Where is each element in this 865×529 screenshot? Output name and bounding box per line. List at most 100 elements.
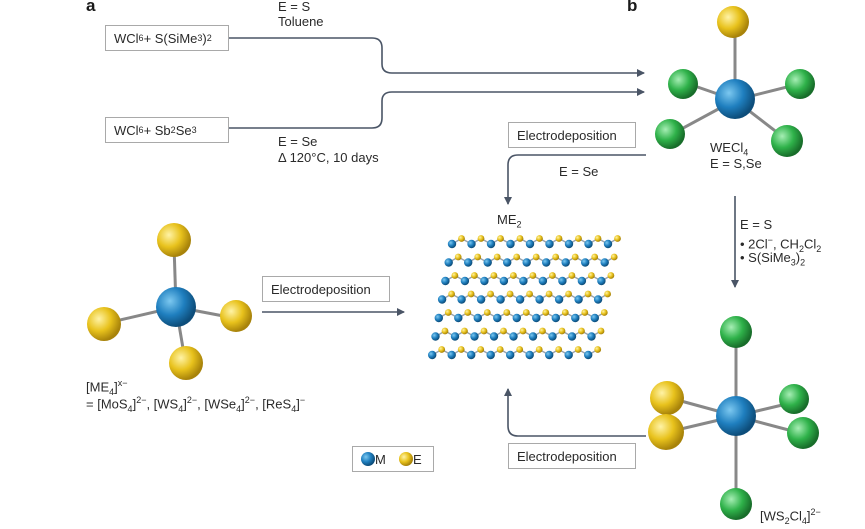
reaction-1-reactant-2: + S(SiMe bbox=[143, 30, 198, 46]
lattice-chalcogen-atom bbox=[607, 272, 615, 279]
reaction-1-reactant-1: WCl bbox=[114, 30, 139, 46]
reaction-2-reactant-3: Se bbox=[175, 122, 192, 138]
sup: − bbox=[299, 395, 306, 405]
weclu-e-values: E = S,Se bbox=[710, 156, 762, 171]
text: = [MoS bbox=[86, 396, 128, 412]
reaction-2-condition-2: Δ 120°C, 10 days bbox=[278, 150, 379, 165]
paren: ) bbox=[202, 30, 207, 46]
lattice-chalcogen-atom bbox=[519, 327, 527, 335]
lattice-metal-atom bbox=[551, 313, 560, 323]
text: , [ReS bbox=[255, 396, 292, 412]
text: ME bbox=[497, 212, 517, 227]
lattice-metal-atom bbox=[503, 258, 512, 267]
sub: 2 bbox=[170, 125, 176, 135]
sub: 4 bbox=[291, 403, 297, 414]
me4-label-line-1: [ME4]x− bbox=[86, 376, 128, 400]
text: Cl bbox=[803, 236, 817, 252]
lattice-chalcogen-atom bbox=[444, 309, 452, 316]
sub: 2 bbox=[784, 515, 790, 526]
lattice-chalcogen-atom bbox=[471, 272, 478, 279]
sub: 2 bbox=[516, 219, 522, 230]
lattice-metal-atom bbox=[476, 295, 486, 304]
sub: 3 bbox=[191, 125, 197, 135]
lattice-metal-atom bbox=[593, 295, 603, 304]
lattice-chalcogen-atom bbox=[535, 346, 543, 353]
sup: 2− bbox=[186, 395, 198, 405]
lattice-metal-atom bbox=[597, 276, 606, 286]
lattice-metal-atom bbox=[454, 313, 463, 323]
lattice-metal-atom bbox=[584, 239, 593, 249]
lattice-chalcogen-atom bbox=[506, 290, 514, 298]
lattice-metal-atom bbox=[489, 332, 499, 341]
arrow-reaction-2 bbox=[229, 88, 645, 129]
text: [ME bbox=[86, 379, 110, 395]
reaction-1-condition-2: Toluene bbox=[278, 14, 324, 29]
lattice-metal-atom bbox=[493, 313, 502, 323]
lattice-chalcogen-atom bbox=[516, 346, 524, 353]
sub: 4 bbox=[801, 515, 807, 526]
lattice-chalcogen-atom bbox=[441, 327, 449, 335]
arrow-electrodeposition-top bbox=[504, 154, 646, 205]
lattice-metal-atom bbox=[525, 239, 535, 249]
text: • S(SiMe bbox=[740, 250, 791, 265]
lattice-chalcogen-atom bbox=[467, 290, 475, 298]
lattice-chalcogen-atom bbox=[483, 309, 491, 316]
lattice-metal-atom bbox=[545, 239, 554, 249]
sub: 6 bbox=[138, 33, 144, 43]
lattice-metal-atom bbox=[603, 239, 613, 249]
lattice-chalcogen-atom bbox=[448, 290, 455, 298]
lattice-metal-atom bbox=[434, 313, 443, 323]
reaction-2-reactant-1: WCl bbox=[114, 122, 139, 138]
lattice-chalcogen-atom bbox=[571, 253, 579, 261]
legend-metal-dot bbox=[361, 452, 375, 466]
lattice-chalcogen-atom bbox=[490, 272, 498, 279]
lattice-chalcogen-atom bbox=[584, 290, 592, 298]
lattice-metal-atom bbox=[499, 276, 509, 286]
lattice-metal-atom bbox=[473, 313, 482, 323]
lattice-metal-atom bbox=[584, 350, 593, 360]
lattice-chalcogen-atom bbox=[513, 253, 521, 261]
text: , [WSe bbox=[197, 396, 237, 412]
lattice-metal-atom bbox=[467, 350, 476, 360]
arrow-reaction-1 bbox=[229, 37, 645, 77]
lattice-metal-atom bbox=[535, 295, 544, 304]
lattice-chalcogen-atom bbox=[529, 272, 537, 279]
sub: 2 bbox=[800, 257, 806, 268]
lattice-chalcogen-atom bbox=[545, 290, 553, 298]
legend-chalcogen-dot bbox=[399, 452, 413, 466]
ws2cl4-molecule bbox=[648, 316, 819, 520]
text: ) bbox=[795, 250, 801, 265]
lattice-metal-atom bbox=[486, 350, 495, 360]
legend-metal-label: M bbox=[375, 452, 386, 467]
lattice-chalcogen-atom bbox=[477, 346, 485, 353]
lattice-chalcogen-atom bbox=[451, 272, 459, 279]
lattice-chalcogen-atom bbox=[464, 309, 472, 316]
step-down-bullet-1: • 2Cl−, CH2Cl2 bbox=[740, 233, 821, 257]
lattice-metal-atom bbox=[509, 332, 518, 341]
lattice-chalcogen-atom bbox=[561, 309, 569, 316]
sup: 2− bbox=[810, 507, 821, 517]
step-down-line-1: E = S bbox=[740, 217, 773, 232]
lattice-metal-atom bbox=[457, 295, 466, 304]
sub: 2 bbox=[816, 243, 822, 254]
reaction-2-reactant-2: + Sb bbox=[143, 122, 171, 138]
lattice-chalcogen-atom bbox=[461, 327, 468, 335]
lattice-chalcogen-atom bbox=[522, 309, 530, 316]
lattice-chalcogen-atom bbox=[516, 235, 524, 242]
me4-label-line-2: = [MoS4]2−, [WS4]2−, [WSe4]2−, [ReS4]− bbox=[86, 393, 305, 417]
lattice-metal-atom bbox=[554, 295, 564, 304]
sub: 3 bbox=[790, 257, 796, 268]
lattice-chalcogen-atom bbox=[604, 290, 611, 298]
text: ] bbox=[806, 508, 811, 524]
sub: 3 bbox=[197, 33, 203, 43]
lattice-chalcogen-atom bbox=[532, 253, 540, 261]
reaction-1-condition-1: E = S bbox=[278, 0, 311, 14]
panel-a-letter: a bbox=[86, 0, 96, 15]
sub: 2 bbox=[798, 243, 804, 254]
lattice-metal-atom bbox=[444, 258, 453, 267]
text: ] bbox=[114, 379, 118, 395]
sub: 6 bbox=[138, 125, 144, 135]
lattice-chalcogen-atom bbox=[496, 346, 504, 353]
lattice-metal-atom bbox=[564, 350, 573, 360]
